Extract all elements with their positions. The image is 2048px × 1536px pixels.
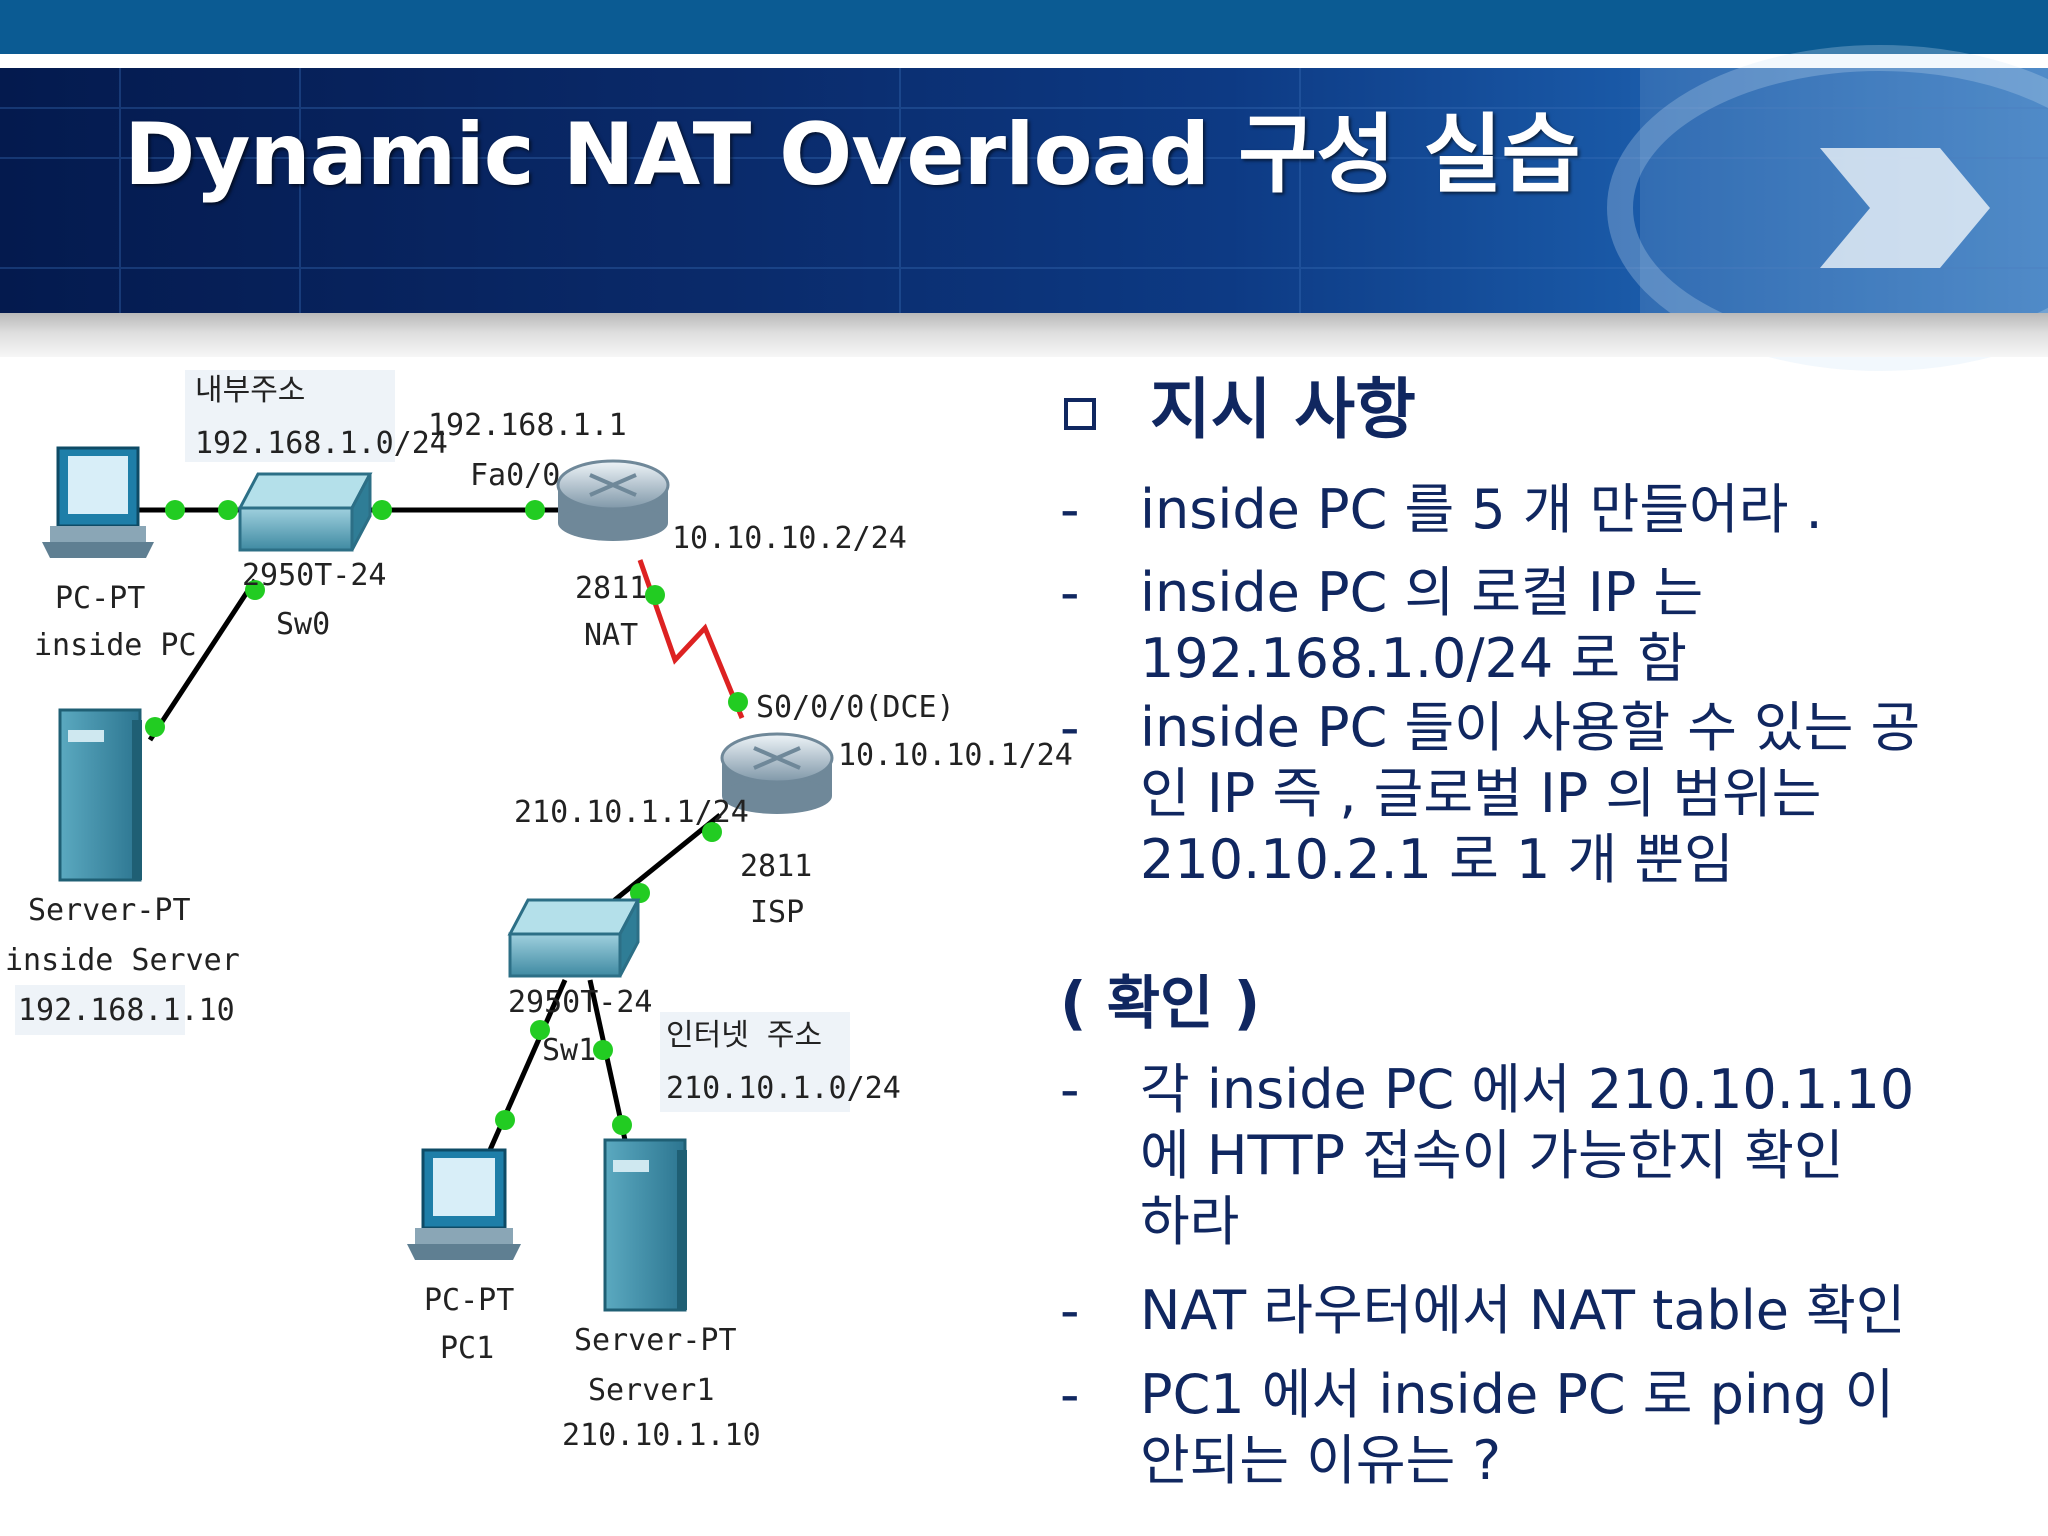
pc0-name: inside PC: [34, 628, 197, 663]
link-sw0-srv0: [147, 578, 258, 742]
srv0-ip: 192.168.1.10: [18, 993, 235, 1028]
pc0-type: PC-PT: [55, 581, 145, 616]
pc1-name: PC1: [440, 1331, 494, 1366]
srv1-name: Server1: [588, 1373, 714, 1408]
bullet-dash: -: [1060, 696, 1080, 759]
bullet-dash: -: [1060, 1058, 1080, 1121]
instruction-2-line-2: 192.168.1.0/24 로 함: [1140, 627, 1687, 690]
bullet-dash: -: [1060, 561, 1080, 624]
nat-serial-ip: 10.10.10.2/24: [672, 521, 907, 556]
confirm-2-line-1: NAT 라우터에서 NAT table 확인: [1140, 1279, 1906, 1342]
slide-title: Dynamic NAT Overload 구성 실습: [124, 105, 1581, 205]
inside-address-network: 192.168.1.0/24: [195, 426, 448, 461]
title-banner: [0, 45, 2048, 371]
isp-name: ISP: [750, 895, 804, 930]
serial-link-nat-isp: [637, 559, 745, 719]
srv1-type: Server-PT: [574, 1323, 737, 1358]
confirm-3-line-1: PC1 에서 inside PC 로 ping 이: [1140, 1363, 1895, 1426]
pc1-type: PC-PT: [424, 1283, 514, 1318]
isp-model: 2811: [740, 849, 812, 884]
sw1-model: 2950T-24: [508, 985, 653, 1020]
switch-sw0-icon: [237, 472, 373, 552]
isp-serial-interface: S0/0/0(DCE): [756, 690, 955, 725]
confirm-heading: ( 확인 ): [1060, 969, 1261, 1037]
bullet-dash: -: [1060, 1363, 1080, 1426]
router-isp-icon: [720, 732, 834, 814]
square-bullet-icon: [1064, 398, 1096, 430]
instructions-heading: 지시 사항: [1150, 371, 1416, 448]
isp-fa-ip: 210.10.1.1/24: [514, 795, 749, 830]
confirm-3-line-2: 안되는 이유는 ?: [1140, 1429, 1502, 1492]
instruction-1-line-1: inside PC 를 5 개 만들어라 .: [1140, 478, 1823, 541]
inside-pc-icon: [42, 446, 154, 558]
nat-fa-interface: Fa0/0: [470, 458, 560, 493]
bullet-dash: -: [1060, 478, 1080, 541]
pc1-icon: [407, 1148, 521, 1260]
banner-decoration: [0, 45, 2048, 371]
instruction-2-line-1: inside PC 의 로컬 IP 는: [1140, 561, 1704, 624]
link-sw1-srv1: [587, 979, 628, 1141]
instruction-3-line-3: 210.10.2.1 로 1 개 뿐임: [1140, 828, 1734, 891]
internet-address-title: 인터넷 주소: [666, 1018, 822, 1053]
instruction-3-line-2: 인 IP 즉 , 글로벌 IP 의 범위는: [1140, 762, 1822, 825]
nat-model: 2811: [575, 571, 647, 606]
confirm-1-line-3: 하라: [1140, 1190, 1240, 1253]
server1-icon: [603, 1138, 687, 1312]
isp-serial-ip: 10.10.10.1/24: [838, 738, 1073, 773]
top-gap: [0, 54, 2048, 68]
banner-shadow: [0, 313, 2048, 357]
router-nat-icon: [556, 459, 670, 541]
sw0-name: Sw0: [276, 607, 330, 642]
bullet-dash: -: [1060, 1279, 1080, 1342]
nat-fa-ip: 192.168.1.1: [428, 408, 627, 443]
sw1-name: Sw1: [542, 1033, 596, 1068]
inside-server-icon: [58, 708, 142, 882]
switch-sw1-icon: [507, 898, 641, 978]
internet-address-network: 210.10.1.0/24: [666, 1071, 901, 1106]
instruction-3-line-1: inside PC 들이 사용할 수 있는 공: [1140, 696, 1921, 759]
srv1-ip: 210.10.1.10: [562, 1418, 761, 1453]
top-color-bar: [0, 0, 2048, 54]
nat-name: NAT: [584, 618, 638, 653]
confirm-1-line-2: 에 HTTP 접속이 가능한지 확인: [1140, 1124, 1844, 1187]
srv0-type: Server-PT: [28, 893, 191, 928]
instructions-panel: 지시 사항 - inside PC 를 5 개 만들어라 . - inside …: [1040, 360, 2040, 1510]
sw0-model: 2950T-24: [242, 558, 387, 593]
inside-address-title: 내부주소: [195, 373, 305, 408]
confirm-1-line-1: 각 inside PC 에서 210.10.1.10: [1140, 1058, 1915, 1121]
srv0-name: inside Server: [5, 943, 240, 978]
network-diagram: 내부주소 192.168.1.0/24 192.168.1.1 Fa0/0 10…: [5, 370, 1073, 1453]
